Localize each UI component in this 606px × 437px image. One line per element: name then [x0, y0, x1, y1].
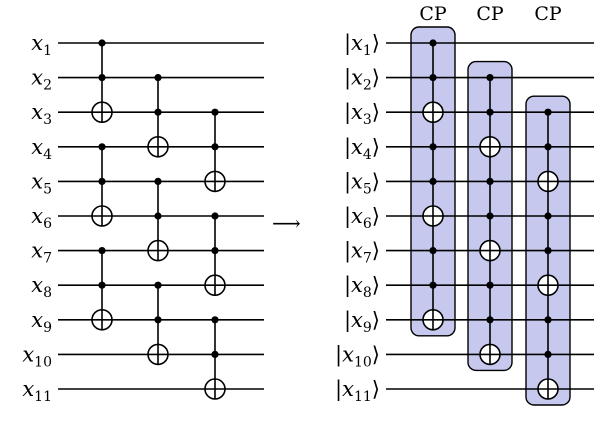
left-gate-1-control-1 [98, 177, 106, 185]
left-gate-2-control-1 [98, 281, 106, 289]
right-circuit: CP CP CP |x1⟩ |x2⟩ |x3⟩ |x4⟩ |x5⟩ |x6⟩ |x7⟩ |x8⟩ |x… [335, 3, 594, 406]
left-qubit-label-6: x6 [31, 204, 52, 232]
left-gate-3-control-0 [154, 74, 162, 82]
left-qubit-label-4: x4 [31, 135, 52, 163]
cp-label-1: CP [476, 3, 504, 25]
right-qubit-label-4: |x4⟩ [344, 135, 380, 163]
left-qubit-label-2: x2 [31, 66, 52, 94]
right-qubit-label-9: |x9⟩ [344, 308, 380, 336]
cp-block-2-control-7 [544, 247, 552, 255]
right-qubit-label-11: |x11⟩ [335, 377, 380, 405]
left-qubit-label-10: x10 [22, 342, 52, 370]
left-gate-7-control-0 [211, 212, 219, 220]
right-qubit-label-6: |x6⟩ [344, 204, 380, 232]
left-qubit-label-7: x7 [31, 239, 52, 267]
left-qubit-label-11: x11 [22, 377, 52, 405]
cp-block-2-control-4 [544, 143, 552, 151]
cp-block-2-control-3 [544, 108, 552, 116]
left-qubit-label-8: x8 [31, 273, 52, 301]
right-qubit-label-2: |x2⟩ [344, 66, 380, 94]
cp-block-0-control-4 [429, 143, 437, 151]
left-gate-3-control-1 [154, 108, 162, 116]
left-qubit-label-1: x1 [31, 31, 52, 59]
cp-block-0-control-2 [429, 74, 437, 82]
left-gate-4-control-1 [154, 212, 162, 220]
right-qubit-label-8: |x8⟩ [344, 273, 380, 301]
transform-arrow: ⟶ [272, 211, 301, 235]
left-gate-6-control-0 [211, 108, 219, 116]
cp-block-2-control-9 [544, 316, 552, 324]
left-qubit-label-3: x3 [31, 100, 52, 128]
right-qubit-label-7: |x7⟩ [344, 239, 380, 267]
cp-block-2-control-10 [544, 350, 552, 358]
left-qubit-label-9: x9 [31, 308, 52, 336]
cp-block-0-control-1 [429, 39, 437, 47]
left-qubit-label-5: x5 [31, 169, 52, 197]
left-gate-7-control-1 [211, 247, 219, 255]
cp-block-1-control-2 [486, 74, 494, 82]
cp-block-2-control-6 [544, 212, 552, 220]
left-gate-6-control-1 [211, 143, 219, 151]
cp-block-0-control-5 [429, 177, 437, 185]
left-gate-0-control-1 [98, 74, 106, 82]
left-gate-4-control-0 [154, 177, 162, 185]
cp-block-1-control-9 [486, 316, 494, 324]
left-gate-5-control-1 [154, 316, 162, 324]
cp-block-1-control-5 [486, 177, 494, 185]
cp-block-1-control-3 [486, 108, 494, 116]
cp-block-1-control-6 [486, 212, 494, 220]
right-qubit-label-3: |x3⟩ [344, 100, 380, 128]
left-gate-1-control-0 [98, 143, 106, 151]
left-circuit: x1 x2 x3 x4 x5 x6 x7 x8 x9 x10 x11 [22, 31, 264, 405]
left-gate-0-control-0 [98, 39, 106, 47]
right-qubit-label-10: |x10⟩ [335, 342, 380, 370]
left-gate-2-control-0 [98, 247, 106, 255]
right-qubit-label-1: |x1⟩ [344, 31, 380, 59]
left-gate-5-control-0 [154, 281, 162, 289]
left-gate-8-control-0 [211, 316, 219, 324]
cp-block-1-control-8 [486, 281, 494, 289]
left-gate-8-control-1 [211, 350, 219, 358]
cp-block-0-control-7 [429, 247, 437, 255]
right-qubit-label-5: |x5⟩ [344, 169, 380, 197]
cp-label-0: CP [419, 3, 447, 25]
cp-label-2: CP [534, 3, 562, 25]
cp-block-0-control-8 [429, 281, 437, 289]
